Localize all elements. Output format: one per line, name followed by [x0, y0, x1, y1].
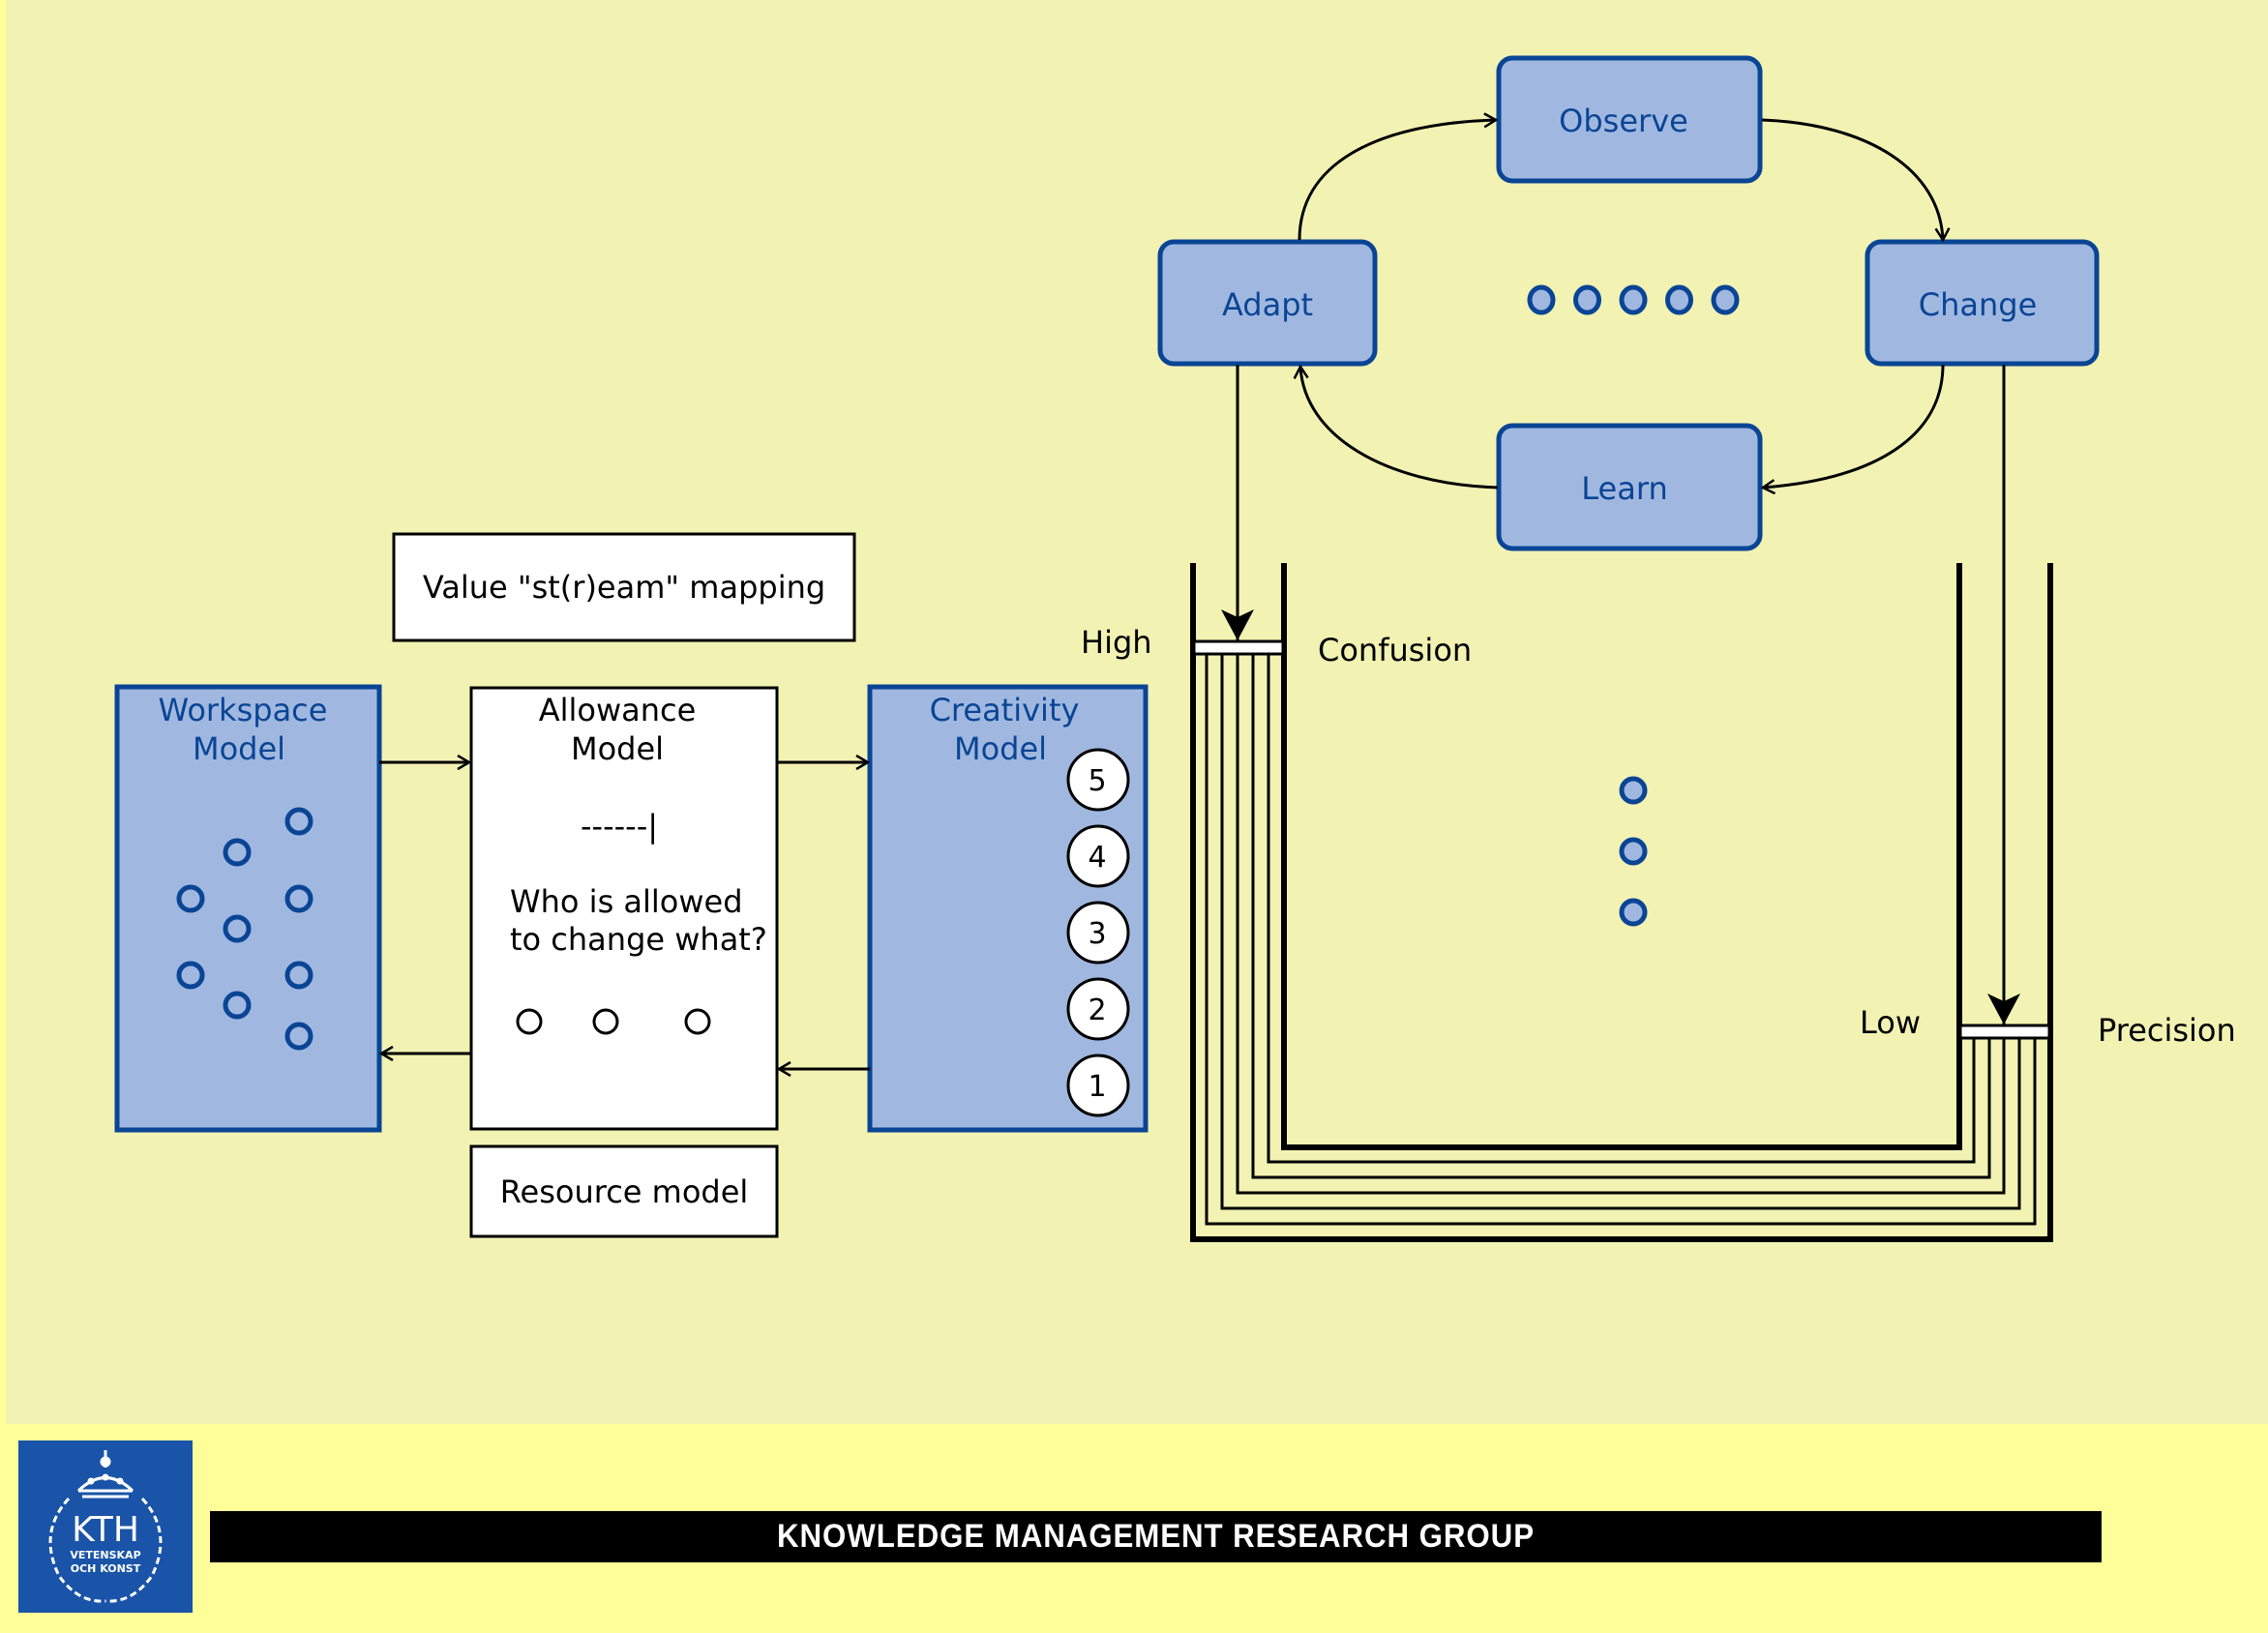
- allowance-circle: [684, 1008, 711, 1035]
- creativity-level-circle: [1066, 977, 1130, 1041]
- tank-dot: [1619, 898, 1648, 927]
- arrow-adapt-to-observe: [1298, 120, 1496, 241]
- slide-canvas: Value "st(r)eam" mapping Workspace Model…: [6, 0, 2268, 1424]
- cycle-node-learn: Learn: [1496, 423, 1763, 551]
- confusion-piston: [1192, 639, 1285, 656]
- resource-model-box: Resource model: [469, 1144, 779, 1238]
- creativity-model-title-line2: Model: [954, 730, 1047, 767]
- workspace-circle: [176, 884, 205, 913]
- creativity-level-circle: [1066, 748, 1130, 812]
- workspace-circle: [284, 807, 313, 836]
- creativity-level-number: 1: [1088, 1070, 1106, 1104]
- crown-icon: [76, 1450, 134, 1499]
- high-label: High: [1081, 624, 1152, 661]
- precision-label: Precision: [2098, 1012, 2236, 1049]
- workspace-circles: [176, 807, 313, 1051]
- cycle-dot: [1665, 284, 1693, 315]
- allowance-question-line1: Who is allowed: [510, 883, 743, 920]
- u-tube-line: [1236, 654, 2006, 1195]
- creativity-model-title-line1: Creativity: [930, 692, 1080, 728]
- cycle-node-change: Change: [1865, 239, 2100, 367]
- logo-motto-line1: VETENSKAP: [70, 1549, 140, 1561]
- workspace-circle: [176, 961, 205, 990]
- workspace-circle: [223, 914, 252, 943]
- workspace-circle: [284, 1022, 313, 1051]
- creativity-levels: 5 4 3 2 1: [1066, 748, 1130, 1117]
- creativity-level-number: 4: [1088, 841, 1106, 875]
- workspace-circle: [284, 884, 313, 913]
- cycle-dot: [1619, 284, 1648, 315]
- allowance-model-title-line2: Model: [571, 730, 664, 767]
- learn-label: Learn: [1581, 470, 1667, 507]
- creativity-level-number: 2: [1088, 994, 1106, 1027]
- arrow-change-to-learn: [1763, 364, 1945, 488]
- workspace-circle: [284, 961, 313, 990]
- creativity-level: 1: [1066, 1054, 1130, 1117]
- allowance-circle: [516, 1008, 543, 1035]
- creativity-level-circle: [1066, 824, 1130, 888]
- group-name: KNOWLEDGE MANAGEMENT RESEARCH GROUP: [777, 1518, 1535, 1555]
- cycle-node-observe: Observe: [1496, 55, 1763, 184]
- low-label: Low: [1860, 1004, 1921, 1041]
- group-name-banner: KNOWLEDGE MANAGEMENT RESEARCH GROUP: [210, 1511, 2102, 1562]
- workspace-model-title-line2: Model: [193, 730, 285, 767]
- creativity-level: 4: [1066, 824, 1130, 888]
- adapt-label: Adapt: [1222, 286, 1313, 323]
- creativity-level-circle: [1066, 901, 1130, 965]
- tank-dot: [1619, 837, 1648, 866]
- workspace-circle: [223, 838, 252, 867]
- creativity-model-box: Creativity Model 5 4 3 2 1: [867, 684, 1149, 1133]
- kth-logo: KTH VETENSKAP OCH KONST: [18, 1440, 193, 1613]
- allowance-model-title-line1: Allowance: [539, 692, 697, 728]
- u-tube-line: [1205, 654, 2037, 1226]
- creativity-level: 2: [1066, 977, 1130, 1041]
- precision-piston: [1958, 1024, 2051, 1040]
- laurel-wreath-icon: [48, 1497, 163, 1603]
- u-tube-line: [1267, 654, 1976, 1164]
- u-tube-tank: [1190, 563, 2053, 1242]
- u-tube-line: [1190, 563, 2053, 1242]
- creativity-level-number: 3: [1088, 917, 1106, 951]
- allowance-model-box: Allowance Model ------| Who is allowed t…: [469, 686, 779, 1131]
- arrow-learn-to-adapt: [1300, 367, 1499, 490]
- value-stream-box: Value "st(r)eam" mapping: [392, 532, 856, 642]
- allowance-separator: ------|: [581, 808, 658, 845]
- observe-label: Observe: [1559, 103, 1688, 139]
- workspace-model-title-line1: Workspace: [159, 692, 328, 728]
- cycle-dot: [1573, 284, 1601, 315]
- confusion-label: Confusion: [1318, 632, 1472, 668]
- cycle-dot: [1527, 284, 1556, 315]
- cycle-dot: [1711, 284, 1740, 315]
- u-tube-line: [1220, 654, 2021, 1210]
- tank-middle-dots: [1619, 776, 1648, 927]
- logo-motto-line2: OCH KONST: [71, 1562, 141, 1575]
- u-tube-line: [1251, 654, 1991, 1179]
- change-label: Change: [1919, 286, 2038, 323]
- allowance-question-line2: to change what?: [510, 921, 767, 958]
- creativity-level-number: 5: [1088, 764, 1106, 798]
- workspace-circle: [223, 991, 252, 1020]
- diagram-svg: Value "st(r)eam" mapping Workspace Model…: [114, 55, 2236, 1242]
- creativity-level-circle: [1066, 1054, 1130, 1117]
- creativity-level: 5: [1066, 748, 1130, 812]
- u-tube-line: [1281, 563, 1962, 1150]
- allowance-circles: [516, 1008, 711, 1035]
- arrow-observe-to-change: [1761, 118, 1943, 240]
- resource-model-label: Resource model: [500, 1173, 749, 1210]
- value-stream-label: Value "st(r)eam" mapping: [423, 569, 825, 606]
- creativity-level: 3: [1066, 901, 1130, 965]
- allowance-circle: [592, 1008, 619, 1035]
- tank-dot: [1619, 776, 1648, 805]
- cycle-node-adapt: Adapt: [1157, 239, 1378, 367]
- logo-initials: KTH: [72, 1510, 139, 1550]
- cycle-center-dots: [1527, 284, 1740, 315]
- workspace-model-box: Workspace Model: [114, 684, 382, 1133]
